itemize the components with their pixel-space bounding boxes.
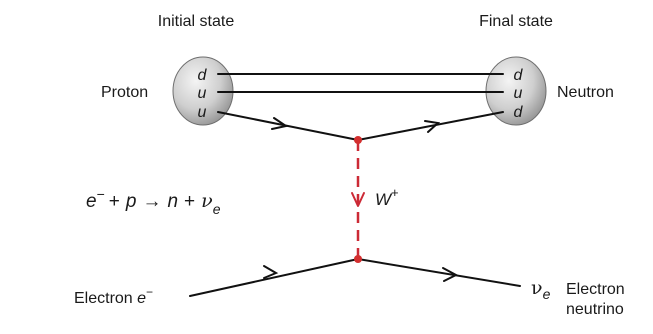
eq-neutrino: ν: [201, 190, 213, 212]
electron-label-text: Electron: [74, 290, 137, 307]
neutron-quark-1: d: [514, 67, 524, 84]
incoming-up-quark-line: [217, 111, 359, 141]
outgoing-neutrino-line: [357, 258, 521, 287]
initial-state-label: Initial state: [158, 13, 235, 30]
incoming-electron-line: [189, 258, 359, 297]
neutrino-arrow: [442, 267, 459, 282]
w-boson-label: W+: [375, 185, 399, 209]
neutrino-label-line1: Electron: [566, 281, 625, 298]
neutrino-label-line2: neutrino: [566, 301, 624, 318]
final-state-label: Final state: [479, 13, 553, 30]
lepton-vertex: [354, 255, 362, 263]
eq-electron: e: [86, 191, 97, 212]
electron-label: Electron e−: [74, 285, 153, 307]
eq-electron-charge: −: [97, 186, 105, 202]
outgoing-down-quark-line: [357, 111, 504, 141]
quark-arrow-out: [424, 120, 441, 133]
electron-arrow: [263, 265, 279, 279]
hadron-vertex: [354, 136, 362, 144]
neutrino-symbol: νe: [531, 277, 551, 302]
eq-proton: p: [125, 191, 137, 212]
w-boson-symbol: W: [375, 190, 393, 209]
electron-label-charge: −: [146, 285, 153, 299]
proton-label: Proton: [101, 84, 148, 101]
neutrino-symbol-sub: e: [543, 286, 551, 302]
eq-neutrino-subscript: e: [213, 201, 221, 217]
neutron-quark-3: d: [514, 104, 524, 121]
eq-arrow: →: [142, 191, 161, 212]
quark-arrow-in: [271, 117, 289, 130]
electron-label-symbol: e: [137, 290, 146, 307]
proton-quark-3: u: [198, 104, 207, 121]
neutron-quark-2: u: [514, 85, 523, 102]
w-boson-arrow: [351, 192, 365, 207]
eq-neutron: n: [167, 191, 178, 212]
reaction-equation: e−+p→n+νe: [86, 186, 221, 217]
eq-plus-2: +: [184, 191, 195, 212]
proton-quark-1: d: [198, 67, 208, 84]
neutrino-symbol-nu: ν: [531, 277, 543, 299]
neutron-label: Neutron: [557, 84, 614, 101]
proton-quark-2: u: [198, 85, 207, 102]
eq-plus-1: +: [109, 191, 120, 212]
w-boson-charge: +: [391, 185, 399, 200]
